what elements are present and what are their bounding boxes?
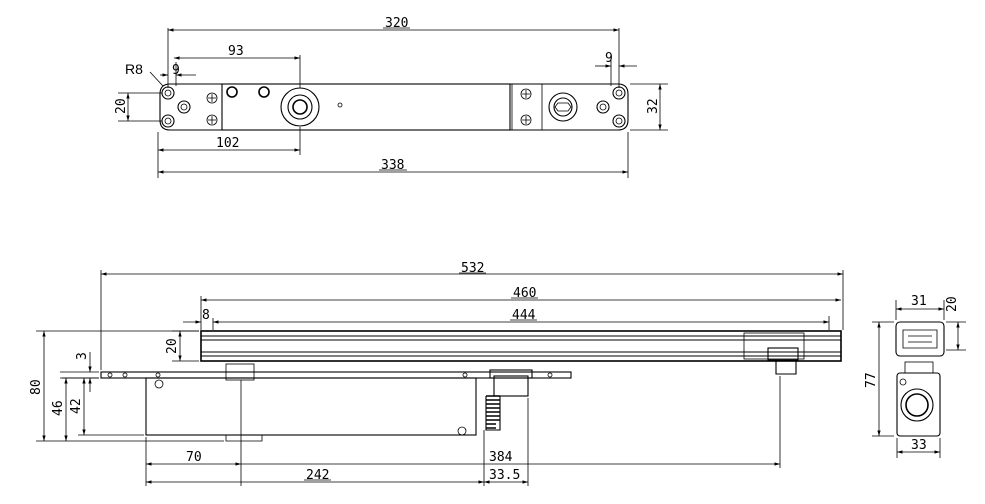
dim-overall-height: 80 <box>29 379 44 395</box>
adjust-valve-icon <box>548 92 578 122</box>
dim-arm-width: 31 <box>911 294 927 309</box>
dim-slot-offset: 8 <box>202 308 210 323</box>
dim-body-to-pinion: 242 <box>306 468 329 483</box>
mount-hole <box>596 100 610 114</box>
dim-arm-height: 20 <box>165 338 180 354</box>
dim-pinion-dist: 33.5 <box>489 468 520 483</box>
side-plate <box>100 371 572 379</box>
slide-rail <box>200 330 842 362</box>
dim-pinion-offset: 70 <box>186 450 202 465</box>
dim-slot-length: 444 <box>512 308 536 323</box>
pinion-icon <box>280 87 320 127</box>
side-body <box>145 377 477 436</box>
dim-to-pinion: 93 <box>228 44 244 59</box>
mounting-plate-outline <box>159 83 629 131</box>
dim-arm-depth: 20 <box>945 296 960 312</box>
dim-hole-offset-left: 9 <box>172 63 180 78</box>
mount-hole <box>612 114 626 128</box>
dim-hole-span: 320 <box>385 16 408 31</box>
dim-hole-offset-right: 9 <box>605 51 613 66</box>
dim-plate-thickness: 3 <box>75 352 90 360</box>
closer-body <box>221 83 511 131</box>
screw-icon <box>206 92 218 104</box>
dim-body-height: 46 <box>51 400 66 416</box>
dim-plate-length: 338 <box>381 158 404 173</box>
mount-hole <box>161 86 175 100</box>
end-body <box>896 372 941 437</box>
screw-icon <box>206 114 218 126</box>
dim-plate-height: 32 <box>646 98 661 114</box>
dim-arm-length: 460 <box>513 286 536 301</box>
top-view: 320 93 R8 9 9 20 32 102 <box>114 16 668 178</box>
dim-pinion-to-end: 384 <box>489 450 513 465</box>
mount-hole <box>177 100 191 114</box>
dim-body-depth: 42 <box>69 398 84 414</box>
side-view: 532 460 444 8 20 3 80 46 <box>29 261 844 486</box>
mount-hole <box>612 86 626 100</box>
dim-body-length: 102 <box>216 136 239 151</box>
end-view: 31 20 77 33 <box>864 294 966 458</box>
screw-icon <box>520 114 532 126</box>
screw-icon <box>520 88 532 100</box>
mount-hole <box>161 114 175 128</box>
dim-hole-pitch: 20 <box>114 98 129 114</box>
end-pinion <box>900 388 934 422</box>
dim-total-height: 77 <box>864 372 879 388</box>
side-pinion <box>493 375 529 397</box>
end-arm <box>895 321 945 357</box>
dim-body-width: 33 <box>911 438 927 453</box>
dim-overall-length: 532 <box>461 261 484 276</box>
dim-radius: R8 <box>125 61 143 77</box>
